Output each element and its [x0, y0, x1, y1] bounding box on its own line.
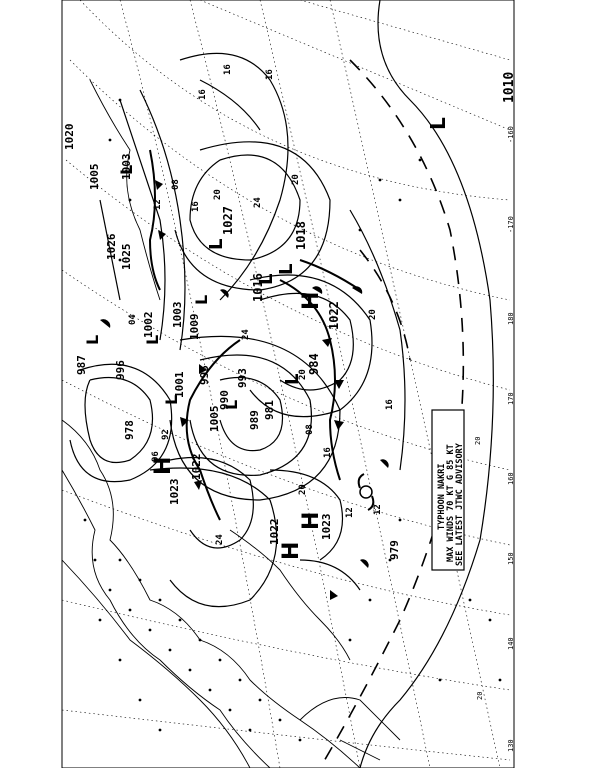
svg-text:H: H — [279, 542, 304, 560]
isobar-label: 04 — [128, 314, 138, 325]
isobar-label: 16 — [223, 64, 233, 75]
isobar-label: 20 — [368, 309, 378, 320]
pressure-value: 1023 — [320, 514, 333, 541]
graticule — [61, 0, 511, 768]
isobar-label: 08 — [305, 424, 315, 435]
isobar-labels: 16 16 16 20 20 24 24 20 16 12 08 04 96 9… — [128, 64, 395, 545]
svg-text:L: L — [222, 400, 241, 410]
svg-text:H: H — [299, 292, 324, 310]
longitude-label: 130 — [507, 739, 515, 752]
pressure-value: 995 — [198, 365, 211, 385]
svg-text:L: L — [117, 165, 136, 175]
longitude-label: 150 — [507, 552, 515, 565]
pressure-value: 987 — [75, 355, 88, 375]
advisory-line-1: TYPHOON NAKRI — [437, 463, 447, 530]
pressure-value: 1020 — [63, 124, 76, 151]
svg-text:L: L — [143, 335, 162, 345]
longitude-label: 170 — [507, 392, 515, 405]
isobar-label: 16 — [198, 89, 208, 100]
isobar-label: 20 — [291, 174, 301, 185]
svg-text:L: L — [276, 264, 297, 275]
svg-text:L: L — [206, 239, 227, 250]
pressure-value: 1022 — [190, 454, 203, 481]
pressure-value: 1003 — [120, 154, 133, 181]
pressure-value: 1022 — [327, 301, 341, 330]
pressure-value: 1022 — [268, 519, 281, 546]
advisory-line-3: SEE LATEST JTWC ADVISORY — [455, 442, 465, 566]
pressure-value: 981 — [263, 400, 276, 420]
fronts — [148, 149, 361, 521]
svg-text:H: H — [151, 457, 176, 475]
isobar-label: 16 — [191, 201, 201, 212]
isobar-label: 20 — [298, 484, 308, 495]
isobar-label: 96 — [151, 451, 161, 462]
longitude-label: -160 — [507, 126, 515, 143]
outer-lines — [319, 0, 494, 768]
pressure-value: 1025 — [120, 244, 133, 271]
front-symbols — [100, 180, 389, 600]
pressure-value: 979 — [388, 540, 401, 560]
pressure-value: 1009 — [188, 314, 201, 341]
pressure-center-letters: L L L L H L L L L L L L H H H — [83, 117, 450, 560]
isobar-label: 16 — [385, 399, 395, 410]
isobar-label: 24 — [253, 197, 263, 208]
isobar-label: 12 — [345, 507, 355, 518]
pressure-value: 1002 — [142, 312, 155, 339]
isobar-label: 12 — [153, 199, 163, 210]
pressure-value: 984 — [307, 353, 321, 375]
svg-text:L: L — [83, 335, 102, 345]
latitude-label: 20 — [476, 692, 484, 700]
pressure-value: 990 — [218, 390, 231, 410]
pressure-value: 978 — [123, 420, 136, 440]
coastlines — [61, 79, 401, 768]
pressure-value: 1027 — [221, 206, 235, 235]
longitude-label: 180 — [507, 312, 515, 325]
pressure-value: 1005 — [88, 164, 101, 191]
isobar-label: 20 — [213, 189, 223, 200]
longitude-label: 160 — [507, 472, 515, 485]
pressure-value: 1001 — [173, 371, 186, 398]
svg-text:L: L — [256, 274, 277, 285]
pressure-value: 1018 — [294, 221, 308, 250]
advisory-line-2: MAX WINDS 70 KT G 85 KT — [446, 444, 456, 562]
svg-text:H: H — [299, 512, 324, 530]
map-frame — [61, 0, 515, 768]
pressure-value: 1010 — [502, 72, 517, 103]
isobars — [69, 52, 373, 608]
station-observations — [83, 98, 502, 742]
pressure-values: 1010 1027 1016 1018 1022 984 981 990 989… — [63, 72, 517, 560]
pressure-value: 1003 — [171, 302, 184, 329]
pressure-value: 996 — [114, 360, 127, 380]
pressure-value: 993 — [236, 368, 249, 388]
pressure-value: 1016 — [251, 273, 265, 302]
pressure-value: 1023 — [168, 479, 181, 506]
pressure-value: 1005 — [208, 406, 221, 433]
isobar-label: 08 — [171, 179, 181, 190]
isobar-label: 16 — [265, 69, 275, 80]
typhoon-symbol — [357, 473, 375, 511]
typhoon-advisory: TYPHOON NAKRI MAX WINDS 70 KT G 85 KT SE… — [431, 409, 465, 571]
isobar-label: 20 — [298, 369, 308, 380]
longitude-labels: -160 -170 180 170 160 150 140 130 20 20 — [474, 126, 515, 752]
svg-text:L: L — [162, 395, 181, 405]
isobar-label: 12 — [373, 504, 383, 515]
pressure-value: 1026 — [105, 233, 118, 260]
longitude-label: -170 — [507, 216, 515, 233]
isobar-label: 24 — [241, 329, 251, 340]
isobar-label: 92 — [161, 429, 171, 440]
svg-text:L: L — [426, 117, 450, 130]
pressure-value: 989 — [248, 410, 261, 430]
longitude-label: 140 — [507, 637, 515, 650]
isobar-label: 24 — [215, 534, 225, 545]
svg-text:L: L — [282, 374, 303, 385]
svg-text:L: L — [192, 295, 211, 305]
isobar-label: 16 — [323, 447, 333, 458]
latitude-label: 20 — [474, 437, 482, 445]
